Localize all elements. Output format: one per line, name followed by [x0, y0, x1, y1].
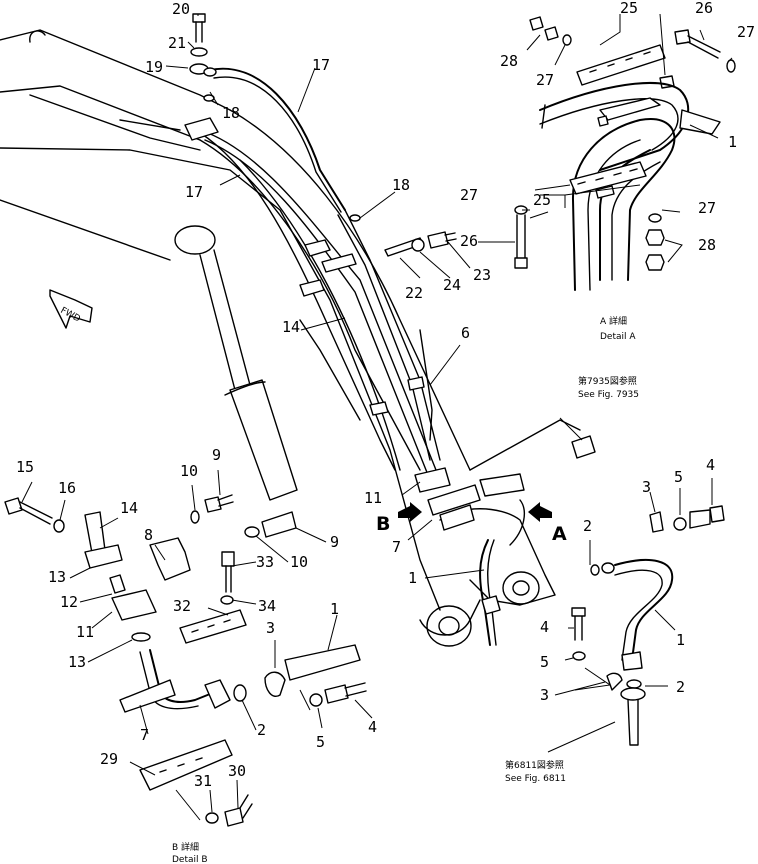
callout: 27 [698, 199, 716, 217]
callout: 17 [312, 56, 330, 74]
callout: 26 [460, 232, 478, 250]
callout: 11 [76, 623, 94, 641]
callout: 11 [364, 489, 382, 507]
view-b-arrow [398, 502, 422, 522]
callout: 32 [173, 597, 191, 615]
ref-7935-jp: 第7935図参照 [578, 375, 637, 387]
callout: 16 [58, 479, 76, 497]
callout: 5 [674, 468, 683, 486]
callout: 25 [620, 0, 638, 17]
callout: 27 [737, 23, 755, 41]
callout: 28 [698, 236, 716, 254]
callout: 8 [144, 526, 153, 544]
foot-hoses [479, 499, 526, 646]
callout: 13 [48, 568, 66, 586]
callout: 3 [266, 619, 275, 637]
callout: 31 [194, 772, 212, 790]
callout: 2 [583, 517, 592, 535]
callout: 25 [533, 191, 551, 209]
ref-6811-jp: 第6811図参照 [505, 759, 564, 771]
callout: 10 [180, 462, 198, 480]
callout: 9 [330, 533, 339, 551]
detail-a-en: Detail A [600, 332, 636, 342]
callout: 10 [290, 553, 308, 571]
view-a-label: A [552, 523, 567, 545]
captions: A 詳細 Detail A B 詳細 Detail B 第7935図参照 See… [172, 315, 639, 864]
callout: 34 [258, 597, 276, 615]
ref-6811-en: See Fig. 6811 [505, 774, 566, 784]
leader-lines [21, 13, 733, 821]
callout: 22 [405, 284, 423, 302]
callout: 3 [540, 686, 549, 704]
callout: 14 [120, 499, 138, 517]
callout: 4 [706, 456, 715, 474]
callout: 2 [676, 678, 685, 696]
callout: 6 [461, 324, 470, 342]
callout: 17 [185, 183, 203, 201]
callout: 27 [536, 71, 554, 89]
callout: 26 [695, 0, 713, 17]
boom-cylinder [174, 225, 298, 501]
callout: 27 [460, 186, 478, 204]
callout: 18 [392, 176, 410, 194]
view-arrows: B A [376, 502, 567, 545]
callout: 4 [540, 618, 549, 636]
callout: 15 [16, 458, 34, 476]
upper-pipes [29, 67, 441, 486]
callout: 7 [392, 538, 401, 556]
callout: 4 [368, 718, 377, 736]
callout: 23 [473, 266, 491, 284]
top-hardware [189, 13, 457, 257]
callout: 13 [68, 653, 86, 671]
callout: 18 [222, 104, 240, 122]
callout-numbers: 20 21 19 18 17 17 18 14 6 22 24 23 25 26… [16, 0, 755, 790]
view-a-arrow [528, 502, 552, 522]
detail-b-drawing [4, 494, 367, 827]
boom-outline [0, 29, 581, 647]
view-b-label: B [376, 513, 390, 535]
callout: 33 [256, 553, 274, 571]
callout: 1 [728, 133, 737, 151]
detail-a-drawing [514, 16, 736, 291]
callout: 2 [257, 721, 266, 739]
callout: 3 [642, 478, 651, 496]
callout: 1 [408, 569, 417, 587]
callout: 21 [168, 34, 186, 52]
detail-b-en: Detail B [172, 855, 208, 864]
callout: 14 [282, 318, 300, 336]
boom-clamps [184, 117, 525, 531]
callout: 5 [540, 653, 549, 671]
detail-b-jp: B 詳細 [172, 841, 199, 853]
callout: 1 [330, 600, 339, 618]
callout: 7 [140, 726, 149, 744]
callout: 28 [500, 52, 518, 70]
callout: 29 [100, 750, 118, 768]
detail-a-jp: A 詳細 [600, 315, 627, 327]
callout: 5 [316, 733, 325, 751]
callout: 1 [676, 631, 685, 649]
callout: 12 [60, 593, 78, 611]
callout: 20 [172, 0, 190, 18]
callout: 9 [212, 446, 221, 464]
callout: 19 [145, 58, 163, 76]
fwd-arrow: FWD [49, 289, 93, 329]
right-hose-assembly [571, 435, 725, 746]
ref-7935-en: See Fig. 7935 [578, 390, 639, 400]
callout: 30 [228, 762, 246, 780]
callout: 24 [443, 276, 461, 294]
